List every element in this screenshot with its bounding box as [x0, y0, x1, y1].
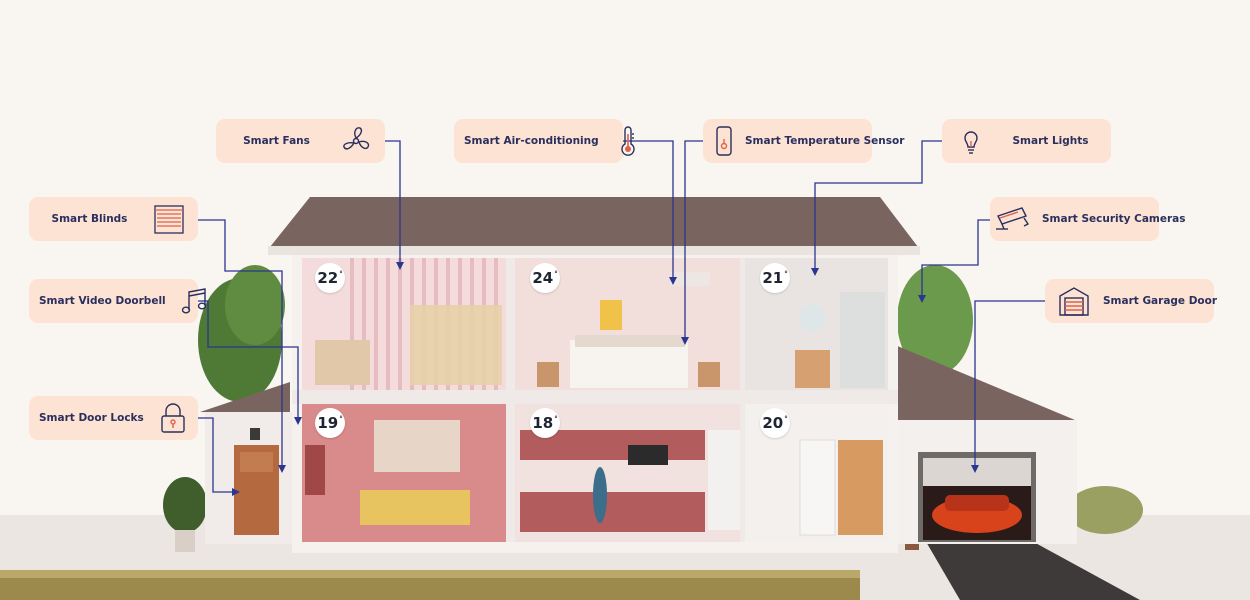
degree-symbol: °: [339, 415, 343, 423]
shower: [840, 292, 885, 388]
connector-blinds: [198, 219, 283, 465]
label-smart-garage-door: Smart Garage Door: [1045, 279, 1218, 323]
wall-art: [600, 300, 622, 330]
bed-headboard: [575, 335, 685, 347]
bed: [570, 340, 688, 388]
lawn-edge: [0, 570, 860, 578]
living-window: [374, 420, 460, 472]
degree-symbol: °: [554, 415, 558, 423]
vanity: [795, 350, 830, 388]
label-smart-fans: Smart Fans: [216, 119, 385, 163]
fan-icon: [337, 122, 375, 160]
label-smart-lights: Smart Lights: [942, 119, 1111, 163]
connector-lines: [198, 140, 1045, 493]
plant-pot: [175, 530, 195, 552]
temp-kitchen: 18°: [530, 408, 560, 438]
temp-bedroom-value: 24: [532, 269, 554, 287]
label-smart-video-doorbell: Smart Video Doorbell: [29, 279, 206, 323]
nightstand-right: [698, 362, 720, 387]
temp-kids-room-value: 22: [317, 269, 339, 287]
thermometer-icon: [609, 122, 647, 160]
blinds-icon: [150, 200, 188, 238]
ac-unit: [670, 272, 710, 286]
degree-symbol: °: [784, 270, 788, 278]
nightstand-left: [537, 362, 559, 387]
padlock-icon: [154, 399, 192, 437]
main-roof: [270, 197, 918, 247]
temp-bathroom: 21°: [760, 263, 790, 293]
door-panel: [240, 452, 273, 472]
temp-living-room-value: 19: [317, 414, 339, 432]
temp-living-room: 19°: [315, 408, 345, 438]
security-camera-icon: [994, 200, 1032, 238]
label-smart-fans-text: Smart Fans: [243, 135, 310, 147]
label-smart-temperature-sensor-text: Smart Temperature Sensor: [745, 135, 905, 147]
temp-bathroom-value: 21: [762, 269, 784, 287]
degree-symbol: °: [784, 415, 788, 423]
label-smart-blinds-text: Smart Blinds: [51, 213, 128, 225]
connector-door-locks: [198, 417, 232, 493]
temp-bedroom: 24°: [530, 263, 560, 293]
label-smart-temperature-sensor: Smart Temperature Sensor: [703, 119, 904, 163]
tree-right: [897, 265, 973, 375]
red-car-top: [945, 495, 1009, 511]
connector-garage: [974, 300, 1045, 465]
connector-fans: [385, 140, 401, 262]
refrigerator: [708, 430, 740, 530]
label-smart-air-conditioning: Smart Air-conditioning: [454, 119, 635, 163]
temp-kids-room: 22°: [315, 263, 345, 293]
label-smart-security-cameras: Smart Security Cameras: [990, 197, 1186, 241]
label-smart-door-locks: Smart Door Locks: [29, 396, 198, 440]
sofa: [360, 490, 470, 525]
label-smart-security-cameras-text: Smart Security Cameras: [1042, 213, 1186, 225]
music-note-icon: [176, 282, 214, 320]
temp-laundry-room: 20°: [760, 408, 790, 438]
mirror: [798, 304, 826, 332]
garage-door-panel: [923, 458, 1031, 486]
lower-cabinets: [520, 492, 705, 532]
bunk-bed: [410, 305, 502, 385]
roof-trim: [268, 246, 920, 255]
living-tv: [305, 445, 325, 495]
connector-cameras: [921, 219, 990, 295]
wall-divider-2: [740, 258, 745, 542]
label-smart-garage-door-text: Smart Garage Door: [1103, 295, 1218, 307]
lawn: [0, 575, 860, 600]
laundry-cabinet: [838, 440, 883, 535]
connector-lights: [814, 140, 942, 268]
kids-desk: [315, 340, 370, 385]
label-smart-video-doorbell-text: Smart Video Doorbell: [39, 295, 166, 307]
porch-roof: [200, 382, 290, 414]
label-smart-air-conditioning-text: Smart Air-conditioning: [464, 135, 599, 147]
label-smart-blinds: Smart Blinds: [29, 197, 198, 241]
temp-kitchen-value: 18: [532, 414, 554, 432]
floor-slab: [292, 390, 898, 404]
light-bulb-icon: [952, 122, 990, 160]
label-smart-door-locks-text: Smart Door Locks: [39, 412, 144, 424]
washer-dryer: [799, 439, 836, 536]
person-kitchen: [593, 467, 607, 523]
driveway: [925, 540, 1140, 600]
range-hood: [628, 445, 668, 465]
temp-laundry-value: 20: [762, 414, 784, 432]
degree-symbol: °: [554, 270, 558, 278]
garage-door-icon: [1055, 282, 1093, 320]
potted-plant: [163, 477, 207, 533]
garage-roof: [895, 345, 1075, 420]
connector-ac: [623, 140, 674, 277]
grass-bush: [1067, 486, 1143, 534]
degree-symbol: °: [339, 270, 343, 278]
tree-left-top: [225, 265, 285, 345]
connector-arrowheads: [232, 262, 979, 496]
label-smart-lights-text: Smart Lights: [1012, 135, 1089, 147]
temperature-sensor-icon: [713, 122, 735, 160]
connector-temp-sensor: [684, 140, 703, 337]
porch-lamp: [250, 428, 260, 440]
wall-divider-1: [506, 258, 515, 542]
